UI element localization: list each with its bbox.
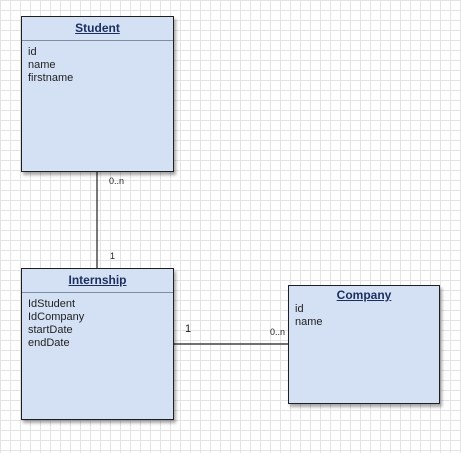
internship-entity[interactable]: Internship IdStudent IdCompany startDate…: [21, 268, 174, 420]
student-entity-title: Student: [22, 17, 173, 41]
internship-attribute-list: IdStudent IdCompany startDate endDate: [22, 293, 173, 350]
internship-top-multiplicity: 1: [110, 251, 116, 261]
internship-attribute-enddate: endDate: [28, 337, 70, 349]
company-attribute-list: id name: [289, 303, 439, 329]
company-side-multiplicity: 0..n: [270, 327, 286, 337]
student-attribute-firstname: firstname: [28, 72, 74, 84]
internship-attribute-startdate: startDate: [28, 324, 73, 336]
company-attribute-id: id: [295, 303, 304, 315]
internship-attribute-idcompany: IdCompany: [28, 311, 85, 323]
internship-entity-title: Internship: [22, 269, 173, 293]
student-attribute-list: id name firstname: [22, 41, 173, 85]
company-entity-title: Company: [336, 288, 392, 302]
internship-attribute-idstudent: IdStudent: [28, 298, 76, 310]
student-attribute-id: id: [28, 46, 37, 58]
student-side-multiplicity: 0..n: [109, 176, 125, 186]
student-attribute-name: name: [28, 59, 56, 71]
student-entity[interactable]: Student id name firstname: [21, 16, 174, 172]
company-entity[interactable]: Company id name: [288, 285, 440, 404]
internship-right-multiplicity: 1: [185, 323, 192, 335]
company-attribute-name: name: [295, 316, 323, 328]
